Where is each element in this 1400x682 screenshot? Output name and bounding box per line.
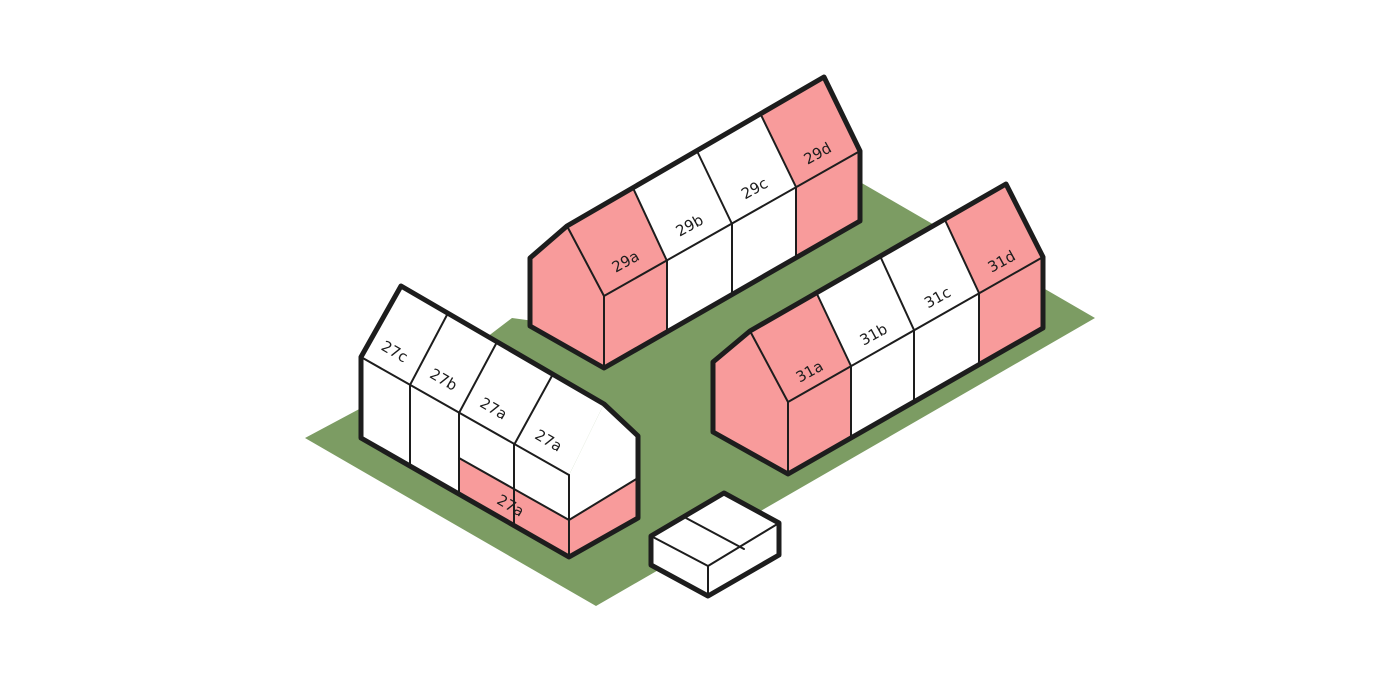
unit-29b-wall xyxy=(667,224,732,331)
building-27-roof-dividers xyxy=(409,312,449,386)
building-27-outline xyxy=(358,283,641,560)
building-29-outline xyxy=(527,74,863,371)
unit-29c-wall xyxy=(732,187,796,294)
unit-31c-wall xyxy=(914,293,979,401)
unit-29c-roof xyxy=(697,115,796,224)
unit-29b-roof xyxy=(633,151,732,261)
unit-31c-roof xyxy=(881,220,979,330)
shed-outline xyxy=(648,490,782,599)
shed-body xyxy=(651,493,779,596)
building-31-outline xyxy=(710,181,1046,477)
building-27-gable-upper xyxy=(569,404,638,520)
shed-ridge xyxy=(685,517,745,550)
building-27: 27c 27b 27a 27a 27a xyxy=(358,283,641,560)
shed xyxy=(648,490,782,599)
unit-31b-wall xyxy=(851,330,914,437)
building-31-gable-end xyxy=(713,331,788,474)
unit-31a-roof xyxy=(750,294,851,402)
unit-29d-wall xyxy=(796,151,860,257)
unit-27a-gable-wall xyxy=(569,478,638,557)
unit-31d-wall xyxy=(979,257,1043,364)
building-31: 31a 31b 31c 31d xyxy=(710,181,1046,477)
building-29: 29a 29b 29c 29d xyxy=(527,74,863,371)
building-27-roof xyxy=(361,286,604,475)
unit-31b-roof xyxy=(817,258,914,366)
unit-29a-roof xyxy=(567,188,667,296)
